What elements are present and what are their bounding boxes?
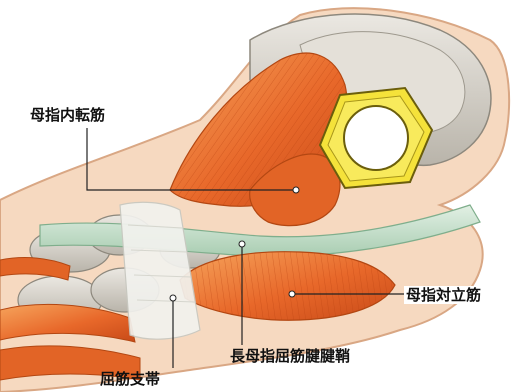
label-adductor-pollicis: 母指内転筋	[30, 106, 105, 124]
label-flexor-retinaculum: 屈筋支帯	[100, 370, 160, 388]
label-flexor-pollicis-longus-sheath: 長母指屈筋腱腱鞘	[230, 347, 350, 365]
label-opponens-pollicis: 母指対立筋	[404, 286, 481, 304]
